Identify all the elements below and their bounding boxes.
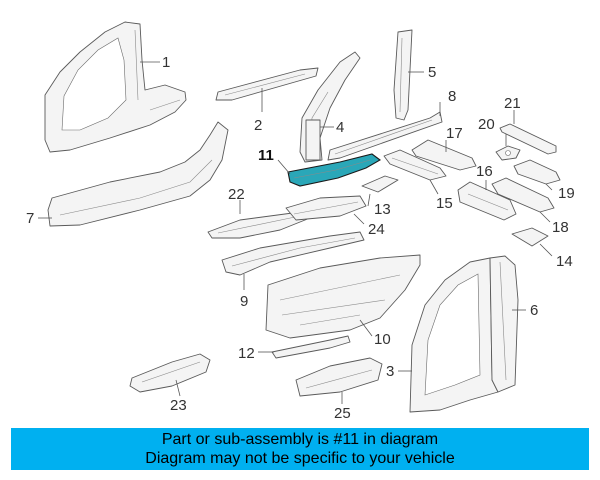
callout-14: 14: [556, 253, 573, 270]
callout-20: 20: [478, 116, 495, 133]
callout-7: 7: [26, 210, 34, 227]
part-11-highlight: [287, 153, 381, 187]
leader-line-11: [277, 159, 291, 175]
part-24-front-floor[interactable]: [285, 195, 367, 221]
part-21-bar[interactable]: [499, 123, 557, 155]
part-7-rocker-panel[interactable]: [47, 121, 229, 227]
leader-line-24: [353, 213, 365, 225]
part-23-rear-floor-pan[interactable]: [129, 353, 211, 393]
part-17-seat-bracket[interactable]: [411, 139, 477, 171]
part-10-floor-pan[interactable]: [265, 254, 421, 339]
part-25-trunk-floor[interactable]: [295, 357, 383, 397]
callout-1: 1: [162, 54, 170, 71]
callout-4: 4: [336, 119, 344, 136]
leader-line-15: [429, 179, 439, 195]
info-banner: Part or sub-assembly is #11 in diagram D…: [11, 428, 589, 470]
part-18-rear-rail[interactable]: [491, 177, 555, 213]
part-9-crossmember[interactable]: [221, 231, 365, 276]
callout-23: 23: [170, 397, 187, 414]
part-11-reinforcement-highlighted[interactable]: [287, 153, 381, 187]
part-19-rear-bracket[interactable]: [513, 159, 561, 185]
part-2-roof-rail[interactable]: [215, 67, 319, 101]
part-20-gusset[interactable]: [495, 145, 521, 161]
callout-18: 18: [552, 219, 569, 236]
leader-line-23: [175, 379, 181, 397]
callout-17: 17: [446, 125, 463, 142]
callout-2: 2: [254, 117, 262, 134]
leader-line-19: [545, 183, 553, 191]
banner-line-disclaimer: Diagram may not be specific to your vehi…: [145, 450, 455, 467]
callout-22: 22: [228, 186, 245, 203]
callout-21: 21: [504, 95, 521, 112]
part-15-seat-crossmember[interactable]: [383, 149, 447, 181]
callout-5: 5: [428, 64, 436, 81]
part-4-a-pillar[interactable]: [299, 51, 361, 163]
callout-13: 13: [374, 201, 391, 218]
leader-line-14: [539, 243, 553, 257]
callout-25: 25: [334, 405, 351, 422]
callout-24: 24: [368, 221, 385, 238]
part-22-floor-section[interactable]: [207, 211, 311, 239]
part-14-plate[interactable]: [511, 227, 549, 247]
part-8-inner-sill[interactable]: [327, 111, 443, 161]
callout-15: 15: [436, 195, 453, 212]
part-1-side-panel[interactable]: [44, 21, 187, 153]
callout-10: 10: [374, 331, 391, 348]
leader-line-18: [539, 211, 551, 223]
part-5-b-pillar[interactable]: [393, 29, 413, 121]
callout-3: 3: [386, 363, 394, 380]
banner-line-part-number: Part or sub-assembly is #11 in diagram: [161, 431, 439, 448]
part-6-rear-door-frame[interactable]: [489, 255, 519, 393]
callout-11: 11: [258, 147, 274, 164]
leader-line-10: [359, 319, 373, 337]
callout-12: 12: [238, 345, 255, 362]
callout-19: 19: [558, 185, 575, 202]
part-13-bracket[interactable]: [361, 175, 399, 193]
callout-8: 8: [448, 88, 456, 105]
leader-line-13: [367, 193, 371, 207]
callout-9: 9: [240, 293, 248, 310]
part-12-trim-strip[interactable]: [271, 335, 351, 359]
callout-16: 16: [476, 163, 493, 180]
part-3-door-frame[interactable]: [409, 257, 499, 413]
callout-6: 6: [530, 302, 538, 319]
part-16-floor-reinforcement[interactable]: [457, 181, 517, 221]
